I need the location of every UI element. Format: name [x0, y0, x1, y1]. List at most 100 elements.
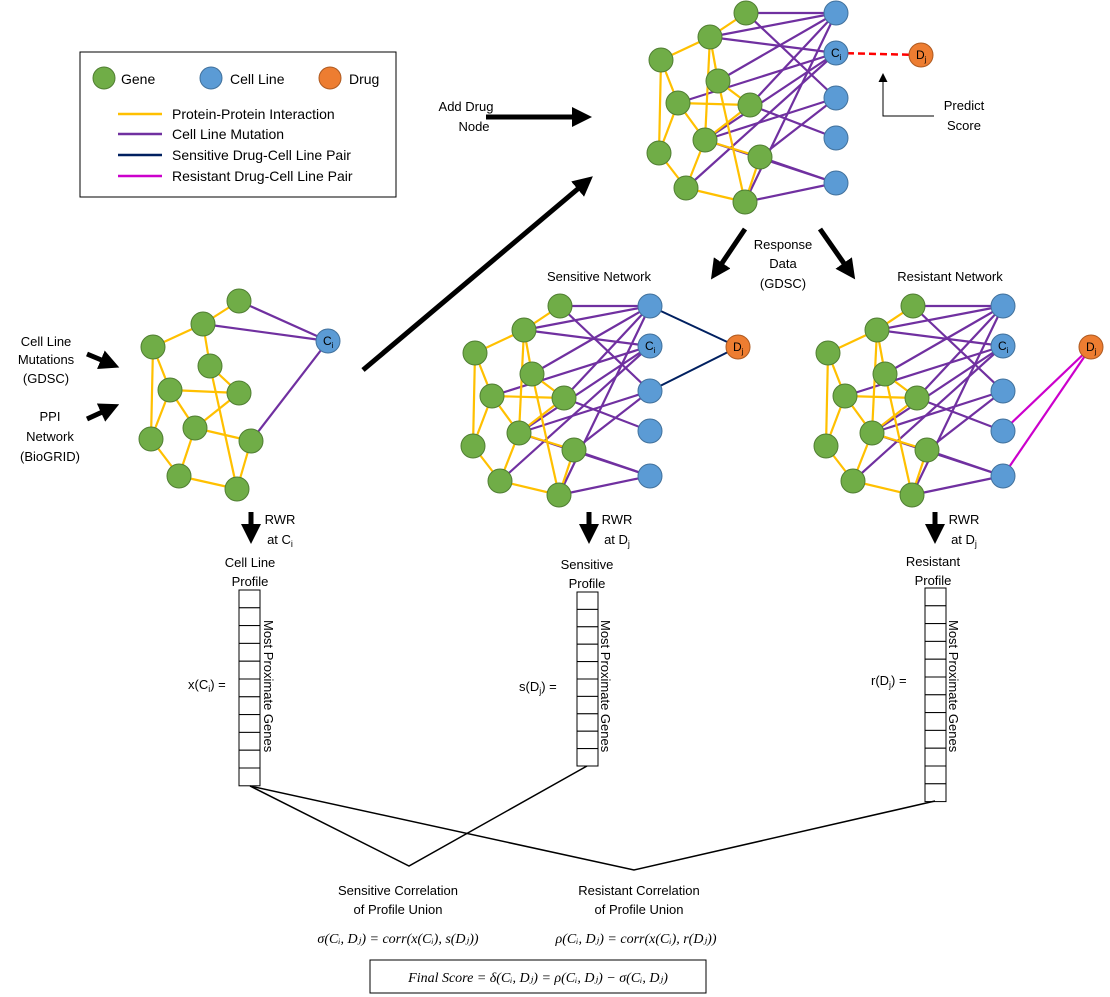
mutation-edge — [202, 322, 329, 343]
profile-titles: Cell Line Profile Sensitive Profile Resi… — [225, 554, 961, 591]
profile-cell — [238, 696, 261, 716]
profile-cell — [238, 642, 261, 662]
arrow-ppi — [85, 403, 120, 422]
flow-arrows — [85, 73, 945, 544]
gene-node — [224, 476, 250, 502]
ppi-edge — [530, 373, 561, 496]
gene-node — [460, 433, 486, 459]
resistant-pair-edge — [1002, 346, 1092, 477]
profile-cell — [576, 608, 599, 628]
mutation-edge — [499, 345, 651, 482]
rwr-res-at: at Dj — [951, 532, 977, 549]
most-proximate-cell: Most Proximate Genes — [261, 620, 276, 753]
legend-mutation-label: Cell Line Mutation — [172, 126, 284, 142]
cell-line-node — [637, 463, 663, 489]
gene-node — [462, 340, 488, 366]
ppi-network-label-1: PPI — [40, 409, 61, 424]
arrow-predict-score — [878, 73, 934, 117]
mutation-edge — [912, 305, 1004, 392]
resistant-network-title: Resistant Network — [897, 269, 1003, 284]
profile-cell — [238, 660, 261, 680]
mutation-edge — [563, 305, 651, 399]
mutation-edge — [559, 305, 651, 392]
cell-line-node — [823, 85, 849, 111]
ppi-edge — [471, 352, 477, 447]
mutation-edge — [709, 35, 837, 55]
cell-line-node — [990, 293, 1016, 319]
profile-cell — [576, 626, 599, 645]
mutation-edge — [749, 12, 837, 106]
cell-line-node — [637, 418, 663, 444]
gene-node — [673, 175, 699, 201]
rwr-cell-label: RWR — [265, 512, 296, 527]
legend-resistant-label: Resistant Drug-Cell Line Pair — [172, 168, 353, 184]
gene-node — [872, 361, 898, 387]
gene-node — [705, 68, 731, 94]
mutation-edge — [759, 97, 837, 158]
legend-drug-icon — [318, 66, 342, 90]
gene-node — [914, 437, 940, 463]
profile-cell — [576, 591, 599, 610]
gene-node — [692, 127, 718, 153]
most-proximate-sens: Most Proximate Genes — [598, 620, 613, 753]
mutation-edge — [844, 344, 1004, 398]
mutation-edge — [518, 345, 651, 434]
profile-cell — [576, 678, 599, 697]
cell-line-node — [990, 418, 1016, 444]
response-data-label-1: Response — [754, 237, 813, 252]
rwr-cell-at: at Ci — [267, 532, 293, 549]
gene-node — [226, 380, 252, 406]
profile-cell — [924, 783, 947, 803]
sens-corr-title-1: Sensitive Correlation — [338, 883, 458, 898]
sensitive-pair-edge — [649, 346, 739, 392]
mutation-edge — [926, 390, 1004, 451]
gene-node — [551, 385, 577, 411]
cell-line-network: Ci — [138, 288, 341, 502]
profile-cell — [238, 714, 261, 733]
legend-box — [79, 51, 397, 198]
rwr-sens-label: RWR — [602, 512, 633, 527]
ppi-edge — [883, 373, 914, 496]
cell-line-ci-node — [823, 40, 849, 66]
gene-node — [864, 317, 890, 343]
mutation-edge — [744, 181, 837, 204]
mutation-edge — [876, 304, 1004, 332]
gene-node — [859, 420, 885, 446]
gene-node — [697, 24, 723, 50]
cell-mutations-label-3: (GDSC) — [23, 371, 69, 386]
profile-cell — [924, 729, 947, 749]
sigma-formula: σ(Cᵢ, Dⱼ) = corr(x(Cᵢ), s(Dⱼ)) — [317, 932, 478, 947]
profile-cell — [924, 623, 947, 642]
mutation-edge — [916, 396, 1004, 433]
mutation-edge — [558, 305, 651, 496]
gene-node — [547, 293, 573, 319]
mutation-edge — [709, 11, 837, 39]
resistant-profile-title-1: Resistant — [906, 554, 961, 569]
mutation-edge — [563, 396, 651, 433]
gene-node — [197, 353, 223, 379]
sensitive-network-title: Sensitive Network — [547, 269, 652, 284]
legend-gene-label: Gene — [121, 71, 155, 87]
profile-cell — [576, 748, 599, 767]
gene-node — [546, 482, 572, 508]
gene-node — [840, 468, 866, 494]
response-data-label-2: Data — [769, 256, 797, 271]
profile-cell — [576, 730, 599, 750]
mutation-edge — [916, 305, 1004, 399]
legend-cell-line-icon — [199, 66, 223, 90]
gene-node — [487, 468, 513, 494]
side-labels: Add Drug Node Predict Score Cell Line Mu… — [18, 98, 1003, 464]
add-drug-label-2: Node — [458, 119, 489, 134]
mutation-edge — [876, 328, 1004, 348]
ppi-edge — [657, 59, 663, 154]
gene-node — [733, 0, 759, 26]
legend: Gene Cell Line Drug Protein-Protein Inte… — [79, 51, 397, 198]
drug-dj-label: Dj — [916, 48, 927, 64]
x-profile-label: x(Ci) = — [188, 677, 226, 694]
profile-cell — [238, 607, 261, 627]
final-score-box — [369, 959, 707, 994]
ppi-edge — [703, 36, 712, 141]
